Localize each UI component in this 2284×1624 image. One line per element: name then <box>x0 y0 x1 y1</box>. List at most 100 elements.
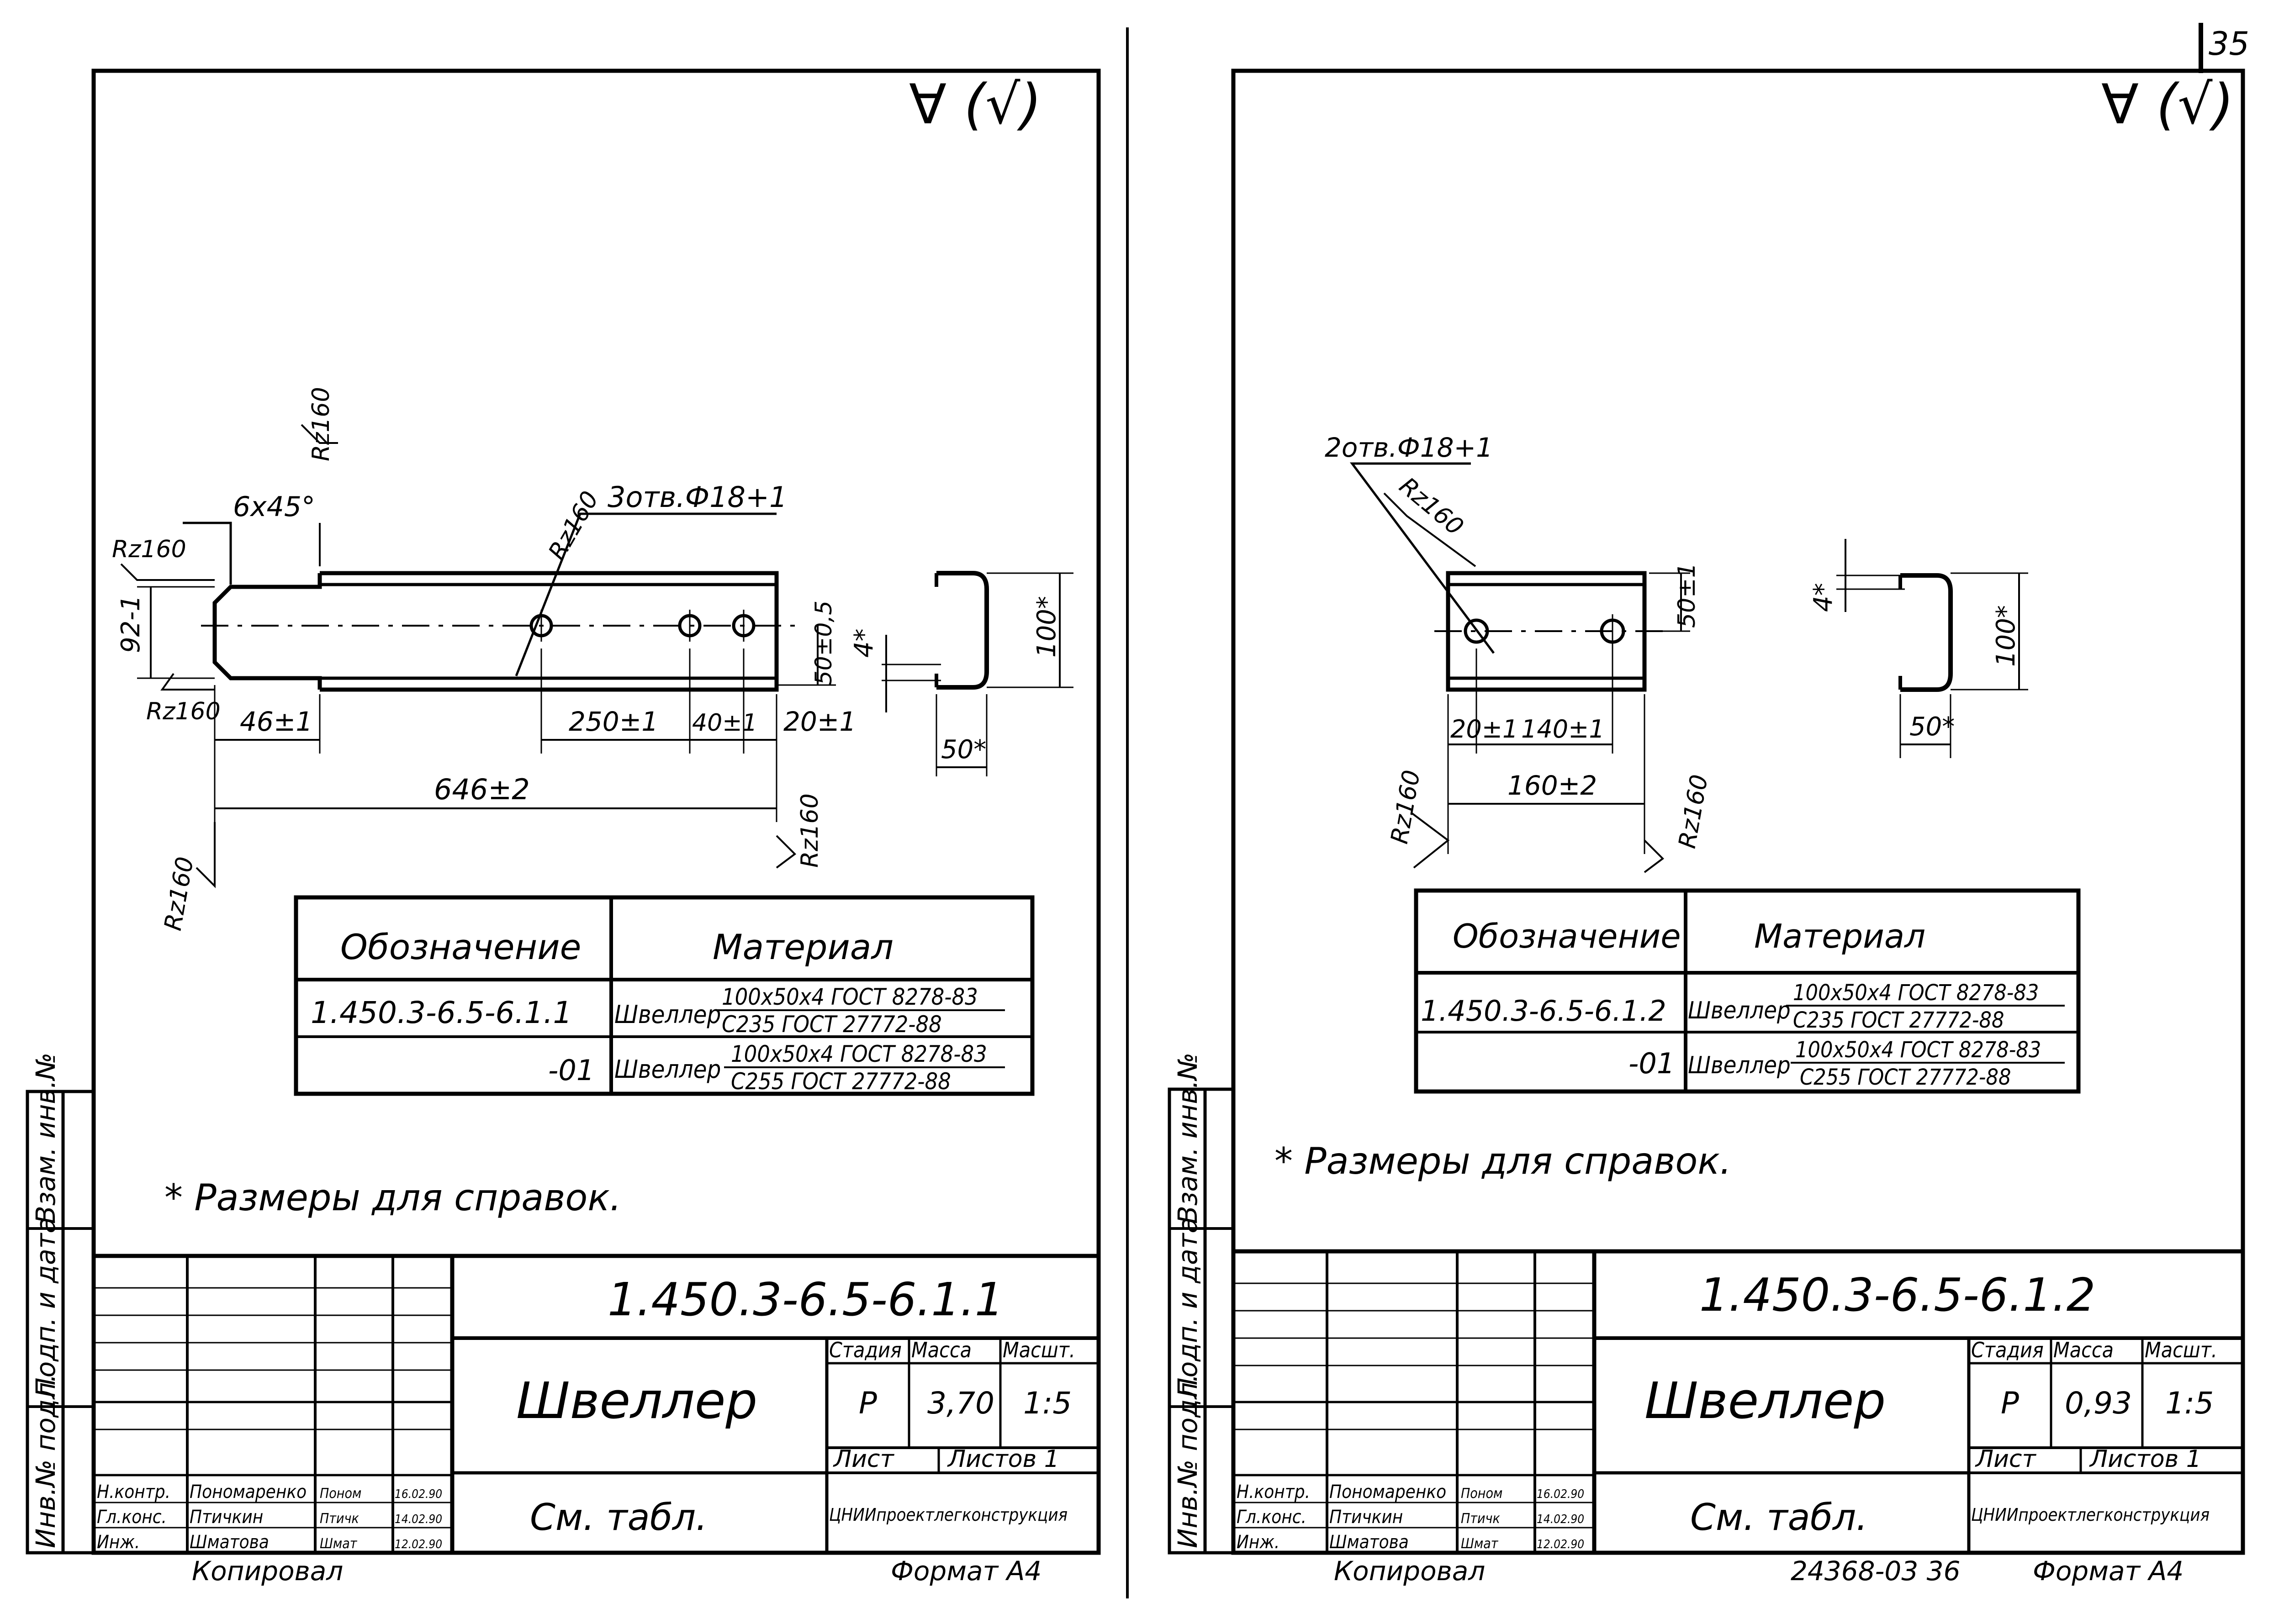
sheet-1-rough-4: Rz160 <box>146 698 221 725</box>
side-label-inv: Инв.№ подл. <box>30 1374 61 1548</box>
sheet-1-role-2: Гл.конс. <box>97 1507 167 1528</box>
sheet-1-row-1-top: 100x50x4 ГОСТ 8278-83 <box>722 984 978 1010</box>
sheet-1-hole-line-label: 50±0,5 <box>810 601 837 685</box>
sheet-2-mass-header: Масса <box>2053 1338 2114 1362</box>
sheet-1-organization: ЦНИИпроектлегконструкция <box>829 1505 1068 1525</box>
sheet-1-rough-5: Rz160 <box>159 855 199 933</box>
sheet-1-name-1: Пономаренко <box>190 1482 307 1503</box>
sheet-1-material-table: Обозначение Материал 1.450.3-6.5-6.1.1 Ш… <box>294 895 1035 1096</box>
sheet-2-length-label: 160±2 <box>1507 770 1597 801</box>
sheet-2-name-3: Шматова <box>1329 1532 1409 1553</box>
sheet-2-designation: 1.450.3-6.5-6.1.2 <box>1699 1268 2095 1322</box>
sheet-1-row-2-code: -01 <box>548 1054 594 1087</box>
sheet-1-date-1: 16.02.90 <box>395 1487 442 1501</box>
sheet-2-dim-2: 140±1 <box>1521 715 1605 743</box>
sheet-1-surface-mark: ∀ (√) <box>909 73 1042 137</box>
sheet-1-mass-header: Масса <box>911 1338 972 1362</box>
sheet-1-role-3: Инж. <box>97 1532 140 1553</box>
sheet-2-title-block: 1.450.3-6.5-6.1.2 Швеллер См. табл. Стад… <box>1233 1249 2243 1553</box>
sheet-2-row-1-top: 100x50x4 ГОСТ 8278-83 <box>1793 980 2039 1006</box>
sheet-1-stage-header: Стадия <box>829 1338 902 1362</box>
sheet-2-role-2: Гл.конс. <box>1237 1507 1306 1528</box>
sheet-1-dim-1: 46±1 <box>240 706 312 737</box>
sheet-2-side-label-sign: Подп. и дата <box>1172 1217 1203 1397</box>
side-label-sign: Подп. и дата <box>30 1217 61 1397</box>
sheet-2-row-1-word: Швеллер <box>1688 997 1791 1024</box>
sheet-2-hole-line-label: 50±1 <box>1673 563 1701 628</box>
sheet-1-height-label: 92-1 <box>116 595 146 653</box>
sheet-2-title: Швеллер <box>1644 1371 1886 1430</box>
sheet-2-date-2: 14.02.90 <box>1537 1513 1584 1526</box>
sheet-2-row-2-word: Швеллер <box>1688 1052 1791 1079</box>
sheet-2-section-view: 100* 4* 50* <box>1808 539 2028 758</box>
sheet-1-row-2-word: Швеллер <box>614 1055 721 1084</box>
sheet-1-role-1: Н.контр. <box>97 1482 170 1503</box>
sheet-2-side-label-replace: Взам. инв.№ <box>1172 1053 1203 1224</box>
sheet-1-length-label: 646±2 <box>434 773 530 806</box>
sheet-2-rough-1: Rz160 <box>1394 472 1469 541</box>
sheet-2-sheets-label: Листов 1 <box>2089 1445 2201 1473</box>
sheet-1-frame <box>91 69 1101 1555</box>
sheet-2-scale: 1:5 <box>2165 1386 2214 1421</box>
sheet-2-web-label: 100* <box>1991 605 2021 667</box>
sheet-2-header-code: Обозначение <box>1453 917 1681 955</box>
sheet-2-leg-label: 50* <box>1909 712 1955 742</box>
sheet-2-holes-label: 2отв.Ф18+1 <box>1325 432 1493 463</box>
sheet-1-title-block: 1.450.3-6.5-6.1.1 Швеллер См. табл. Стад… <box>94 1254 1099 1553</box>
sheet-2-side-strip: Инв.№ подл. Подп. и дата Взам. инв.№ <box>1168 1053 1235 1555</box>
sheet-1-sheets-label: Листов 1 <box>947 1445 1059 1473</box>
sheet-2-row-2-code: -01 <box>1628 1047 1675 1080</box>
sheet-2-row-2-top: 100x50x4 ГОСТ 8278-83 <box>1795 1037 2041 1063</box>
sheet-1-signature-1: Поном <box>320 1486 361 1502</box>
sheet-2-date-1: 16.02.90 <box>1537 1487 1584 1501</box>
sheet-1-section-view: 100* 4* 50* <box>849 571 1073 776</box>
sheet-2-signature-3: Шмат <box>1461 1536 1499 1552</box>
sheet-1-copied: Копировал <box>192 1555 343 1587</box>
sheet-1-name-3: Шматова <box>190 1532 269 1553</box>
sheet-2-date-3: 12.02.90 <box>1537 1538 1584 1551</box>
sheet-2-flange-label: 4* <box>1808 583 1838 612</box>
sheet-2-scale-header: Масшт. <box>2145 1338 2217 1362</box>
sheet-2-side-label-inv: Инв.№ подл. <box>1172 1374 1203 1548</box>
sheet-2-rough-3: Rz160 <box>1674 773 1713 851</box>
sheet-2-rough-2: Rz160 <box>1386 768 1426 846</box>
sheet-1-part-view: 3отв.Ф18+1 6x45° 92-1 46±1 250±1 40±1 20… <box>112 387 856 933</box>
sheet-2-signature-2: Птичк <box>1461 1511 1501 1527</box>
sheet-1-rough-1: Rz160 <box>307 387 335 461</box>
sheet-1-mass: 3,70 <box>927 1386 994 1421</box>
sheet-2-part-view: 2отв.Ф18+1 Rz160 50±1 20±1 140±1 160±2 R… <box>1325 432 1713 873</box>
sheet-1-row-2-top: 100x50x4 ГОСТ 8278-83 <box>731 1041 987 1067</box>
sheet-1-web-label: 100* <box>1032 596 1062 658</box>
sheet-2-role-1: Н.контр. <box>1237 1482 1310 1503</box>
sheet-1-dim-3: 40±1 <box>692 709 757 737</box>
sheet-1-sheet-label: Лист <box>833 1445 894 1473</box>
sheet-1-rough-2: Rz160 <box>543 487 604 565</box>
sheet-1-note: * Размеры для справок. <box>164 1176 621 1219</box>
sheet-1-date-2: 14.02.90 <box>395 1513 442 1526</box>
sheet-2-role-3: Инж. <box>1237 1532 1279 1553</box>
sheet-2-copied: Копировал <box>1334 1555 1485 1587</box>
sheet-2-frame <box>1231 69 2245 1555</box>
sheet-2-header-material: Материал <box>1754 917 1925 955</box>
sheet-2-format: Формат А4 <box>2033 1555 2184 1587</box>
sheet-1-rough-3: Rz160 <box>112 536 186 563</box>
sheet-2-see-table: См. табл. <box>1690 1496 1868 1539</box>
sheet-1-stage: Р <box>859 1386 877 1421</box>
sheet-1-flange-label: 4* <box>849 628 879 658</box>
sheet-2-material-table: Обозначение Материал 1.450.3-6.5-6.1.2 Ш… <box>1414 888 2081 1094</box>
side-label-replace: Взам. инв.№ <box>30 1053 61 1224</box>
page-number: 35 <box>2209 25 2249 63</box>
sheet-1-header-code: Обозначение <box>340 927 581 967</box>
sheet-1-chamfer-label: 6x45° <box>233 491 315 523</box>
sheet-2-stage: Р <box>2001 1386 2019 1421</box>
sheet-1-row-1-word: Швеллер <box>614 1000 721 1029</box>
sheet-1-signature-2: Птичк <box>320 1511 360 1527</box>
sheet-2-signature-1: Поном <box>1461 1486 1502 1502</box>
sheet-1-holes-label: 3отв.Ф18+1 <box>608 480 787 514</box>
sheet-1-row-1-bottom: С235 ГОСТ 27772-88 <box>722 1011 942 1038</box>
sheet-1-dim-4: 20±1 <box>783 706 856 737</box>
sheet-2-dim-1: 20±1 <box>1450 715 1518 743</box>
sheet-1: ∀ (√) Инв.№ подл. Подп. и дата Взам. инв… <box>26 69 1101 1587</box>
sheet-2-name-2: Птичкин <box>1329 1507 1403 1528</box>
